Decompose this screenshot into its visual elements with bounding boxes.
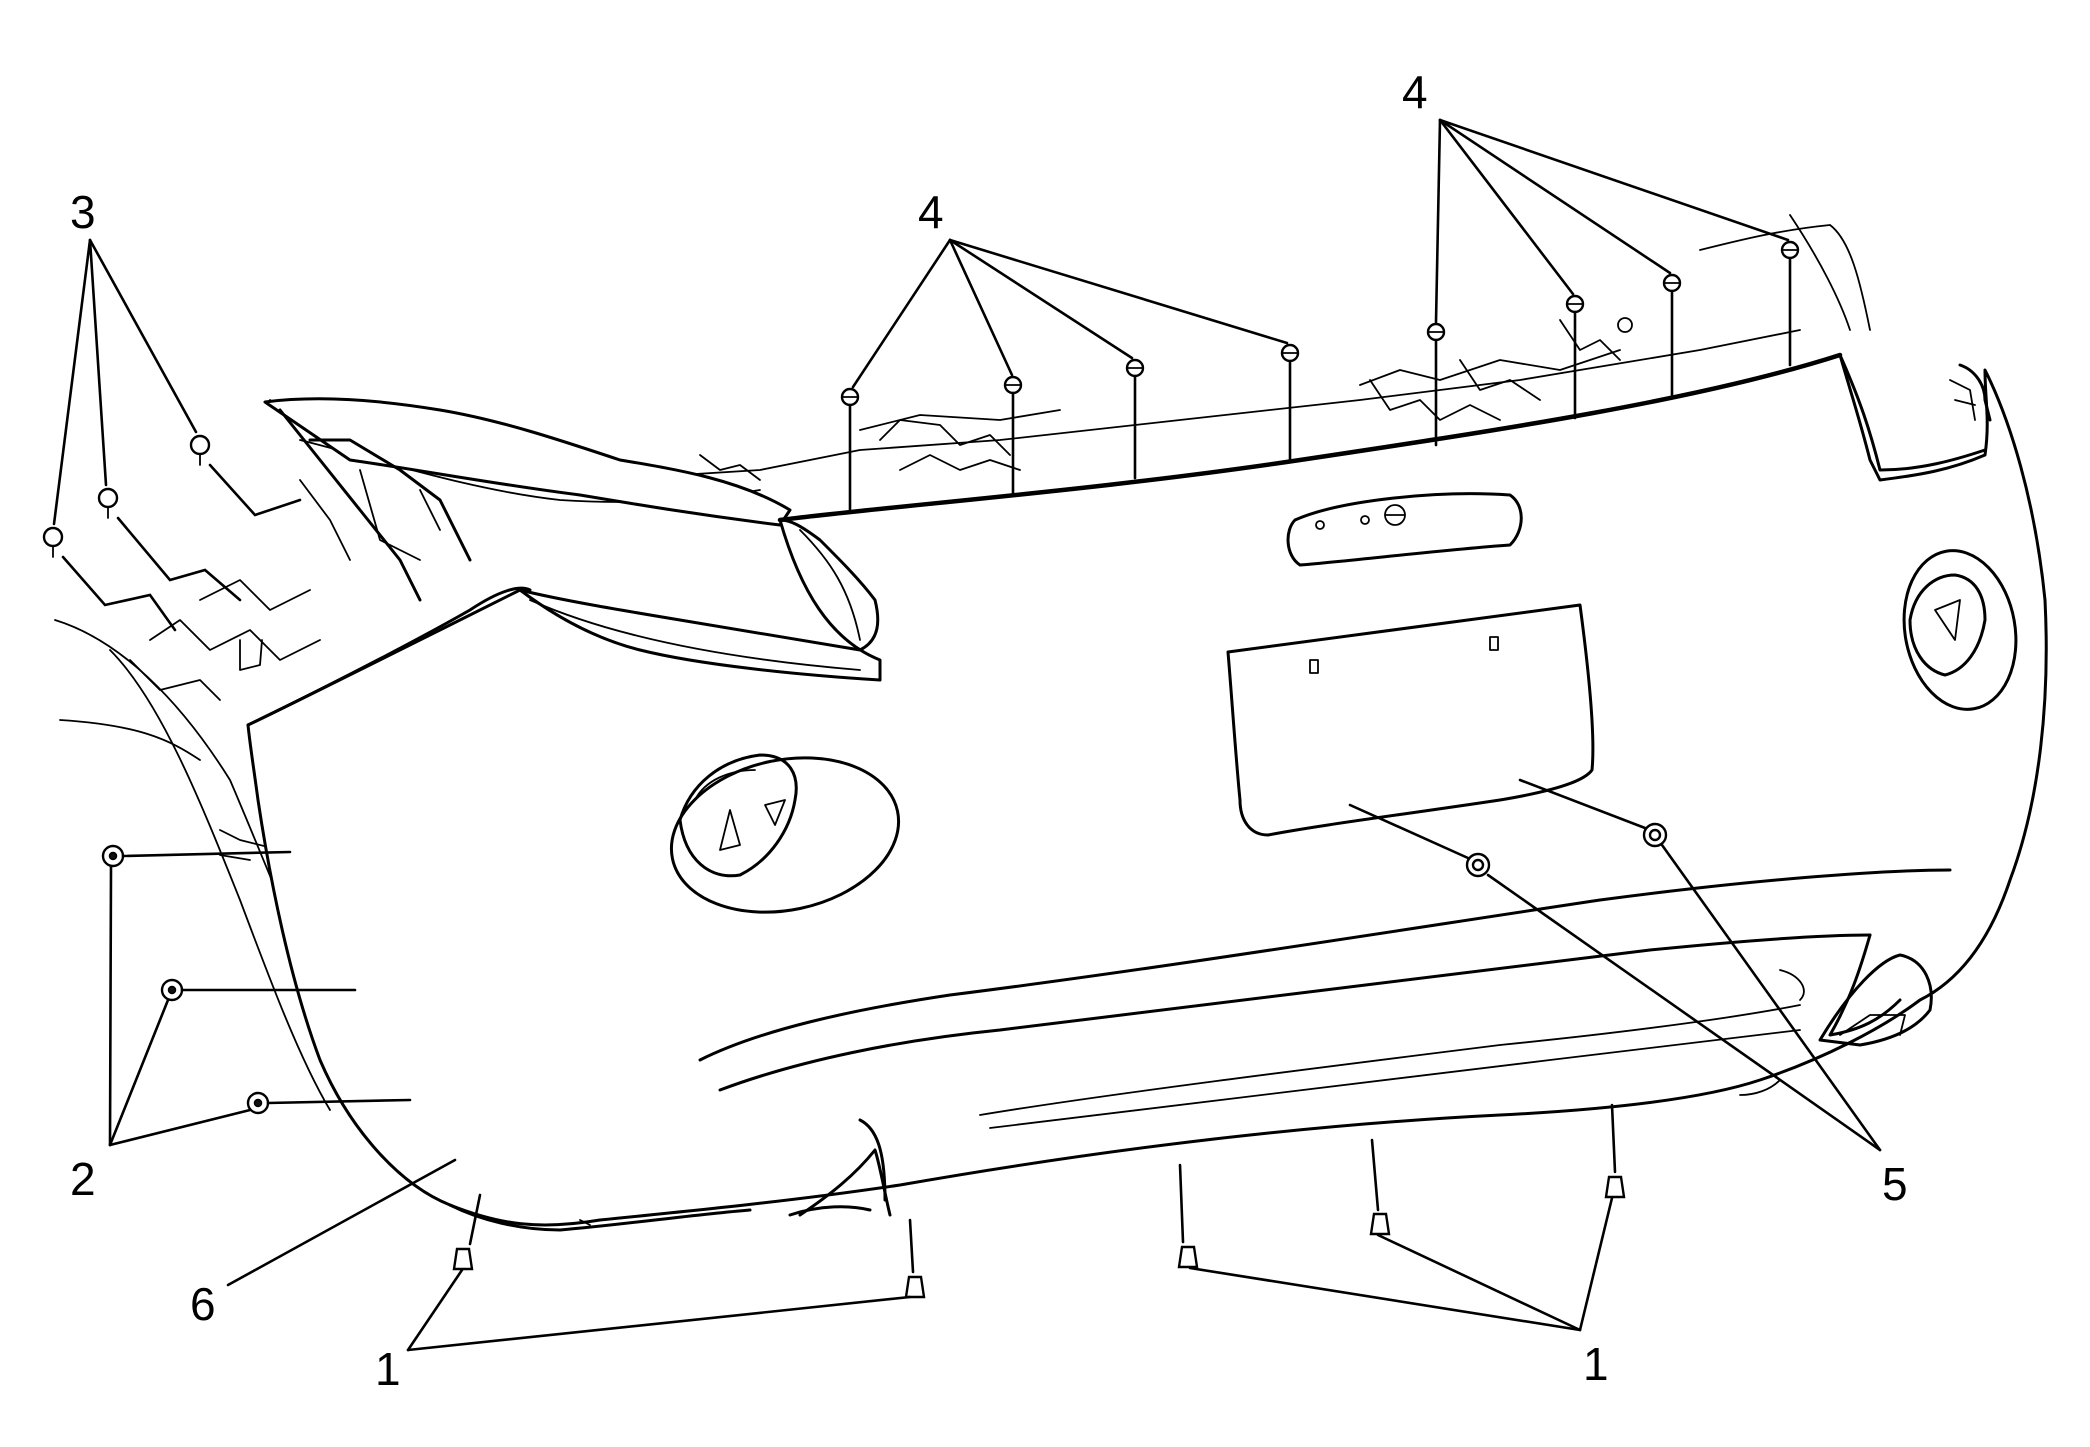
callout-6: 6 [190,1278,216,1330]
upper-fasteners-4 [840,240,1800,512]
callout-2: 2 [70,1153,96,1205]
callout-labels: 1 1 2 3 4 4 5 6 [70,66,1908,1395]
callout-1-right: 1 [1583,1338,1609,1390]
callout-5: 5 [1882,1158,1908,1210]
plate-bolts-5 [1348,778,1668,878]
rear-bumper-fascia [246,352,2048,1232]
upper-mounting-bracket [263,397,792,602]
lower-retainers-1 [452,1103,1626,1299]
callout-4-left: 4 [918,186,944,238]
callout-3: 3 [70,186,96,238]
side-nuts-2 [101,844,412,1115]
callout-leaders [52,118,1882,1352]
callout-1-left: 1 [375,1343,401,1395]
upper-retainers-3 [42,434,302,632]
callout-4-right: 4 [1402,66,1428,118]
